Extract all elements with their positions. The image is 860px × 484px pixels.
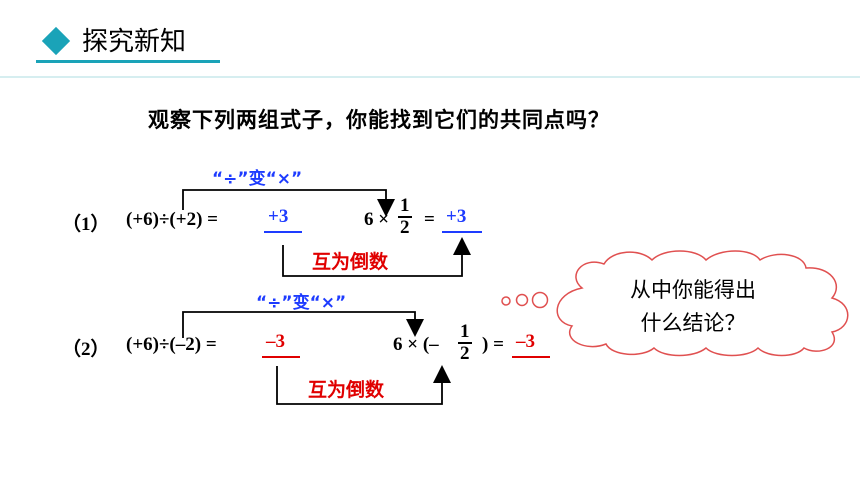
ex2-left-expression: (+6)÷(–2) = — [126, 334, 217, 355]
ex1-frac-numerator: 1 — [398, 195, 412, 218]
page-title: 探究新知 — [82, 27, 187, 57]
ex1-right-equals: = — [424, 209, 435, 230]
cloud-question-text: 从中你能得出 什么结论？ — [588, 274, 798, 340]
ex1-frac-denominator: 2 — [400, 217, 410, 238]
ex2-right-result: –3 — [516, 331, 535, 352]
ex2-left-result: –3 — [266, 331, 285, 352]
ex2-reciprocal-label: 互为倒数 — [308, 379, 385, 401]
cloud-line-1: 从中你能得出 — [630, 278, 756, 302]
ex1-left-result: +3 — [268, 206, 289, 227]
cloud-shape — [556, 250, 849, 357]
ex1-fraction: 1 2 — [398, 196, 412, 238]
ex1-bottom-bracket — [282, 237, 471, 277]
ex2-frac-denominator: 2 — [460, 343, 470, 364]
ex2-division-to-multiplication-label: “÷”变“×” — [256, 293, 347, 313]
ex1-index: （1） — [62, 214, 110, 235]
header-divider — [0, 76, 860, 78]
ex1-left-expression: (+6)÷(+2) = — [126, 209, 218, 230]
ex2-right-coef: 6 × (– — [393, 334, 439, 355]
ex2-right-close: ) = — [482, 334, 504, 355]
cloud-line-2: 什么结论？ — [640, 311, 746, 335]
header-underline — [36, 60, 220, 63]
ex1-top-bracket — [182, 189, 395, 217]
ex2-bottom-bracket — [276, 365, 451, 405]
ex1-reciprocal-label: 互为倒数 — [312, 251, 389, 273]
thought-bubble-mid — [515, 293, 529, 307]
ex1-right-result: +3 — [446, 206, 467, 227]
ex1-division-to-multiplication-label: “÷”变“×” — [212, 169, 303, 189]
ex2-frac-numerator: 1 — [458, 321, 472, 344]
ex2-top-bracket — [182, 311, 424, 338]
question-text: 观察下列两组式子，你能找到它们的共同点吗？ — [148, 107, 610, 132]
ex2-index: （2） — [62, 339, 110, 360]
thought-cloud — [501, 250, 849, 357]
thought-bubble-small — [501, 296, 511, 306]
ex1-right-coef: 6 × — [364, 209, 390, 230]
thought-bubble-large — [531, 291, 549, 309]
ex2-fraction: 1 2 — [458, 322, 472, 364]
